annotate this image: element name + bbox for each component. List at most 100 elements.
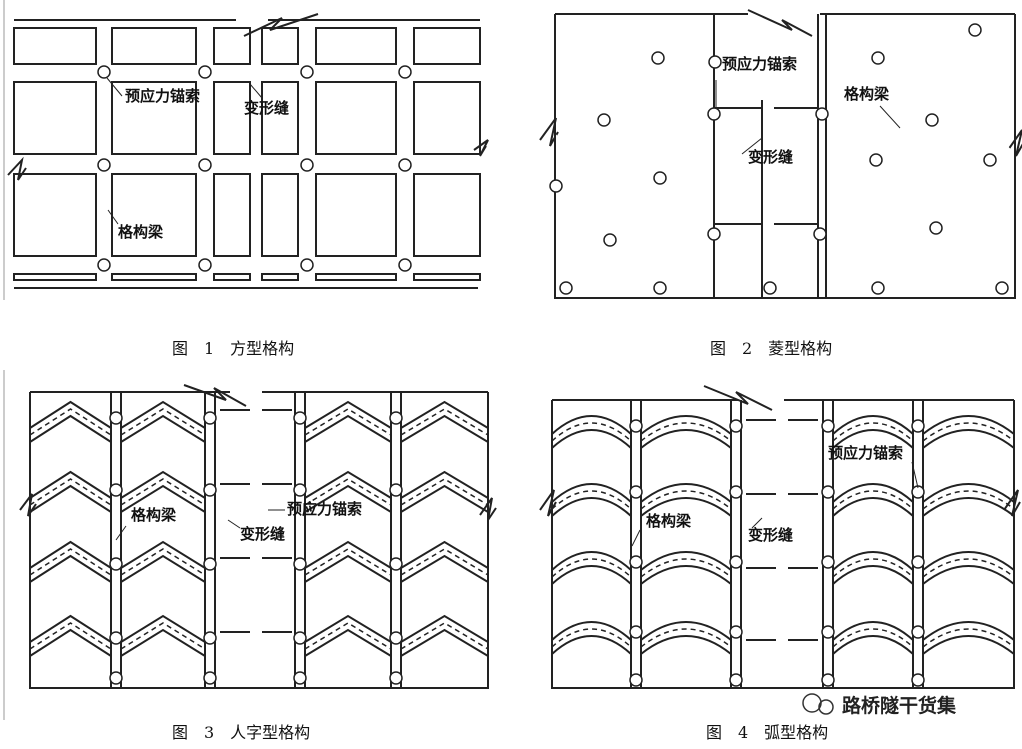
chevron-beam	[120, 400, 206, 429]
caption-fig1: 图 1 方型格构	[172, 339, 294, 358]
chevron-center	[400, 548, 489, 576]
chevron-beam	[29, 484, 112, 513]
anchor-point	[109, 557, 123, 571]
anchor-point	[109, 483, 123, 497]
arch-beam	[922, 415, 1015, 435]
label-anchor-fig4: 预应力锚索	[828, 444, 903, 462]
arch-beam	[922, 635, 1015, 655]
anchor-point	[629, 419, 643, 433]
arch-beam	[922, 429, 1015, 449]
chevron-center	[120, 408, 206, 436]
arch-beam	[832, 551, 914, 571]
arch-beam	[922, 497, 1015, 517]
break-mark-top	[703, 385, 773, 411]
caption-fig2: 图 2 菱型格构	[710, 339, 832, 358]
chevron-beam	[304, 540, 392, 569]
chevron-center	[400, 478, 489, 506]
chevron-beam	[304, 414, 392, 443]
chevron-beam	[304, 614, 392, 643]
chevron-beam	[400, 414, 489, 443]
anchor-point	[629, 625, 643, 639]
chevron-center	[29, 548, 112, 576]
vertical-beam	[912, 400, 924, 688]
chevron-beam	[304, 554, 392, 583]
grid-cell	[213, 173, 251, 257]
leader-joint-fig4	[751, 517, 763, 529]
leader-beam-fig3	[115, 525, 127, 541]
label-beam-fig2: 格构梁	[844, 85, 890, 103]
anchor-point	[871, 281, 885, 295]
label-anchor-fig2: 预应力锚索	[722, 55, 797, 73]
chevron-center	[400, 408, 489, 436]
arch-beam	[640, 429, 732, 449]
anchor-point	[603, 233, 617, 247]
anchor-point	[97, 158, 111, 172]
anchor-point	[653, 171, 667, 185]
anchor-point	[653, 281, 667, 295]
anchor-point	[629, 673, 643, 687]
anchor-point	[109, 411, 123, 425]
chevron-beam	[120, 554, 206, 583]
anchor-point	[911, 555, 925, 569]
chevron-beam	[304, 628, 392, 657]
anchor-point	[629, 555, 643, 569]
anchor-point	[651, 51, 665, 65]
arch-beam	[551, 551, 632, 571]
chevron-beam	[120, 628, 206, 657]
arch-beam	[832, 565, 914, 585]
anchor-point	[109, 631, 123, 645]
grid-cell	[413, 81, 481, 155]
chevron-beam	[120, 414, 206, 443]
anchor-point	[821, 485, 835, 499]
leader-beam-fig1	[107, 209, 119, 225]
diamond-beam	[760, 14, 1022, 314]
anchor-point	[300, 65, 314, 79]
grid-cell	[13, 273, 97, 281]
label-joint-fig2: 变形缝	[748, 148, 793, 166]
anchor-point	[708, 55, 722, 69]
anchor-point	[300, 158, 314, 172]
label-joint-fig1: 变形缝	[244, 99, 289, 117]
anchor-point	[389, 671, 403, 685]
joint-column	[713, 14, 827, 298]
diamond-beam	[210, 14, 510, 314]
arch-beam	[640, 497, 732, 517]
anchor-point	[911, 673, 925, 687]
grid-cell	[213, 27, 251, 65]
arch-beam	[551, 565, 632, 585]
diamond-left	[210, 14, 1022, 314]
grid-cell	[261, 81, 299, 155]
chevron-center	[120, 548, 206, 576]
leader-joint-fig2	[741, 137, 763, 155]
diamond-beam	[826, 78, 1014, 270]
arch-beam	[922, 621, 1015, 641]
anchor-point	[821, 555, 835, 569]
chevron-beam	[304, 484, 392, 513]
chevron-center	[304, 408, 392, 436]
anchor-point	[398, 158, 412, 172]
chevron-beam	[29, 628, 112, 657]
arch-center	[832, 558, 914, 578]
chevron-beam	[400, 614, 489, 643]
anchor-point	[203, 483, 217, 497]
caption-fig3: 图 3 人字型格构	[172, 723, 310, 742]
arch-beam	[551, 429, 632, 449]
chevron-beam	[400, 554, 489, 583]
arch-center	[551, 490, 632, 510]
arch-center	[551, 422, 632, 442]
grid-cell	[315, 173, 397, 257]
arch-beam	[832, 621, 914, 641]
grid-cell	[13, 27, 97, 65]
anchor-point	[911, 625, 925, 639]
chevron-center	[400, 622, 489, 650]
arch-center	[640, 490, 732, 510]
arch-center	[640, 558, 732, 578]
anchor-point	[293, 483, 307, 497]
anchor-point	[293, 557, 307, 571]
label-beam-fig3: 格构梁	[131, 506, 177, 524]
arch-center	[551, 628, 632, 648]
grid-cell	[261, 173, 299, 257]
leader-joint-fig1	[249, 83, 263, 99]
chevron-beam	[29, 614, 112, 643]
anchor-point	[968, 23, 982, 37]
